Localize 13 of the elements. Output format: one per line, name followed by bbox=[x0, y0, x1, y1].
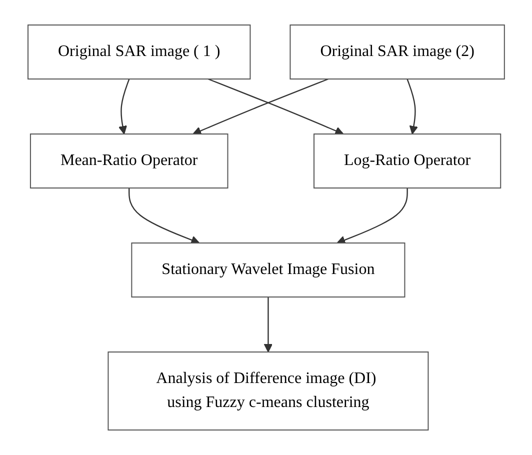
node-box: Log-Ratio Operator bbox=[313, 134, 501, 188]
node-box: Original SAR image (2) bbox=[290, 24, 505, 80]
node-box: Analysis of Difference image (DI) using Fuzzy c-means clustering bbox=[108, 352, 428, 430]
arrow bbox=[118, 78, 130, 134]
arrow bbox=[192, 78, 328, 135]
arrow bbox=[264, 297, 272, 352]
arrow bbox=[336, 188, 408, 244]
arrow bbox=[208, 78, 344, 135]
node-box: Mean-Ratio Operator bbox=[30, 134, 228, 188]
node-box: Stationary Wavelet Image Fusion bbox=[130, 242, 406, 298]
node-box: Original SAR image ( 1 ) bbox=[27, 24, 250, 80]
arrow bbox=[406, 78, 418, 134]
arrow bbox=[128, 188, 200, 244]
